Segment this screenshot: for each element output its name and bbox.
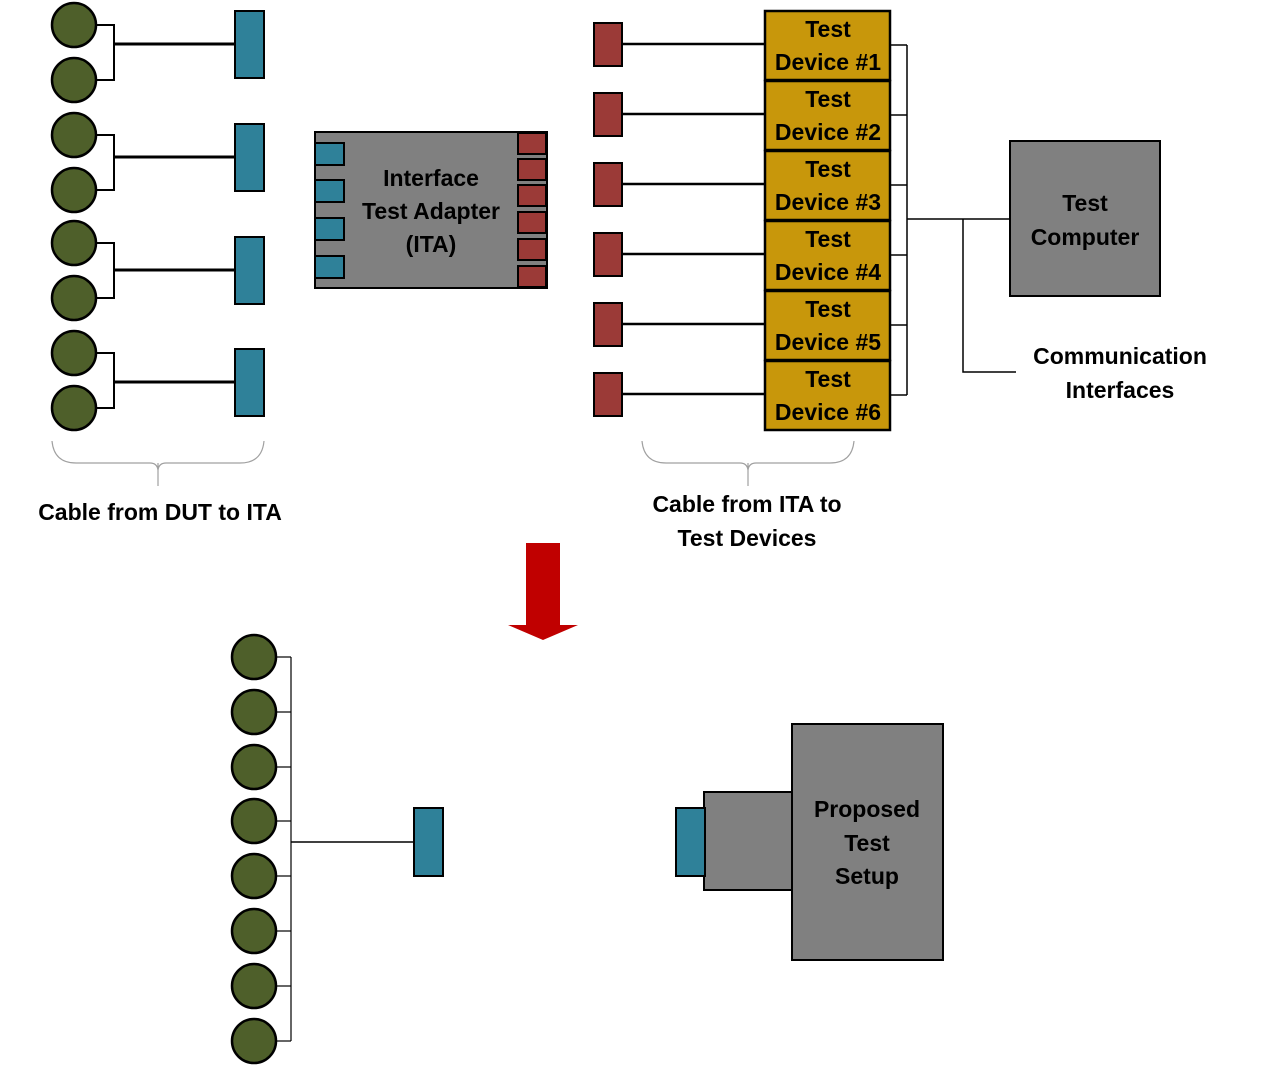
ita-port-red xyxy=(517,211,547,234)
communication-interfaces-label-2: Interfaces xyxy=(1066,377,1175,403)
ita-box xyxy=(314,131,548,289)
dut-connector-circle xyxy=(50,384,98,432)
ita-port-red xyxy=(517,265,547,288)
test-device-2: Test Device #2 xyxy=(593,79,907,152)
dut-connector-pair-2 xyxy=(50,111,265,214)
test-device-label-1: Test xyxy=(805,16,851,42)
dut-connector-circle xyxy=(230,852,278,900)
ita-cable-plug-red xyxy=(593,372,623,417)
proposed-setup-adapter xyxy=(703,791,795,891)
ita-cable-plug-red xyxy=(593,92,623,137)
test-device-label-2: Device #3 xyxy=(775,189,881,215)
brace-ita-devices xyxy=(641,440,855,486)
dut-connector-circle xyxy=(230,907,278,955)
test-device-6: Test Device #6 xyxy=(593,359,907,432)
test-device-label-1: Test xyxy=(805,226,851,252)
label-cable-dut-ita: Cable from DUT to ITA xyxy=(38,499,282,525)
dut-connector-circle xyxy=(50,56,98,104)
dut-connector-circle xyxy=(230,633,278,681)
test-device-1: Test Device #1 xyxy=(593,9,907,82)
down-arrow-icon xyxy=(508,543,578,640)
proposed-cable-group xyxy=(230,633,444,1065)
dut-connector-circle xyxy=(230,797,278,845)
ita-cable-plug-red xyxy=(593,232,623,277)
test-device-label-2: Device #4 xyxy=(775,259,881,285)
dut-connector-circle xyxy=(50,274,98,322)
ita-port-red xyxy=(517,184,547,207)
ita-port-red xyxy=(517,238,547,261)
dut-connector-circle xyxy=(230,743,278,791)
dut-connector-pair-4 xyxy=(50,329,265,432)
label-cable-ita-devices-2: Test Devices xyxy=(678,525,817,551)
ita-label-line1: Interface xyxy=(383,165,479,191)
ita-plug-blue xyxy=(234,123,265,192)
test-device-label-2: Device #2 xyxy=(775,119,881,145)
interface-test-adapter: Interface Test Adapter (ITA) xyxy=(314,131,548,289)
proposed-setup-label-2: Test xyxy=(844,830,890,856)
ita-plug-blue xyxy=(234,10,265,79)
dut-connector-circle xyxy=(230,962,278,1010)
test-device-box xyxy=(763,289,892,362)
ita-port-blue xyxy=(314,255,345,279)
proposed-setup-label-3: Setup xyxy=(835,863,899,889)
ita-port-red xyxy=(517,132,547,155)
ita-port-red xyxy=(517,158,547,181)
dut-connector-circle xyxy=(50,1,98,49)
test-device-label-1: Test xyxy=(805,296,851,322)
dut-cable-group: Cable from DUT to ITA xyxy=(38,1,282,525)
ita-cable-plug-red xyxy=(593,162,623,207)
dut-connector-circle xyxy=(230,688,278,736)
test-device-label-1: Test xyxy=(805,366,851,392)
ita-label-line3: (ITA) xyxy=(406,231,457,257)
proposed-setup-label-1: Proposed xyxy=(814,796,920,822)
dut-connector-circle xyxy=(50,329,98,377)
test-device-label-2: Device #6 xyxy=(775,399,881,425)
ita-cable-plug-red xyxy=(593,302,623,347)
test-device-3: Test Device #3 xyxy=(593,149,907,222)
dut-connector-circle xyxy=(50,111,98,159)
brace-dut-ita xyxy=(51,440,265,486)
test-device-5: Test Device #5 xyxy=(593,289,907,362)
ita-label-line2: Test Adapter xyxy=(362,198,500,224)
label-cable-ita-devices-1: Cable from ITA to xyxy=(652,491,841,517)
test-device-label-1: Test xyxy=(805,156,851,182)
test-computer-box xyxy=(1009,140,1161,297)
test-devices-group: Test Device #1 Test Device #2 Test Devic… xyxy=(593,9,908,551)
test-device-box xyxy=(763,149,892,222)
ita-port-blue xyxy=(314,217,345,241)
test-computer-label-1: Test xyxy=(1062,190,1108,216)
test-computer-label-2: Computer xyxy=(1031,224,1140,250)
test-device-label-1: Test xyxy=(805,86,851,112)
dut-connector-circle xyxy=(50,166,98,214)
dut-connector-pair-3 xyxy=(50,219,265,322)
proposed-plug-blue xyxy=(413,807,444,877)
proposed-setup-box xyxy=(791,723,944,961)
test-device-4: Test Device #4 xyxy=(593,219,907,292)
communication-interfaces-label-1: Communication xyxy=(1033,343,1207,369)
test-device-label-2: Device #1 xyxy=(775,49,881,75)
test-device-box xyxy=(763,359,892,432)
dut-connector-circle xyxy=(230,1017,278,1065)
ita-cable-plug-red xyxy=(593,22,623,67)
ita-plug-blue xyxy=(234,348,265,417)
test-computer-group: Test Computer Communication Interfaces xyxy=(907,140,1207,403)
test-device-label-2: Device #5 xyxy=(775,329,881,355)
dut-connector-pair-1 xyxy=(50,1,265,104)
ita-plug-blue xyxy=(234,236,265,305)
proposed-test-setup: Proposed Test Setup xyxy=(675,723,944,961)
dut-connector-circle xyxy=(50,219,98,267)
ita-port-blue xyxy=(314,142,345,166)
proposed-setup-port-blue xyxy=(675,807,706,877)
ita-port-blue xyxy=(314,179,345,203)
